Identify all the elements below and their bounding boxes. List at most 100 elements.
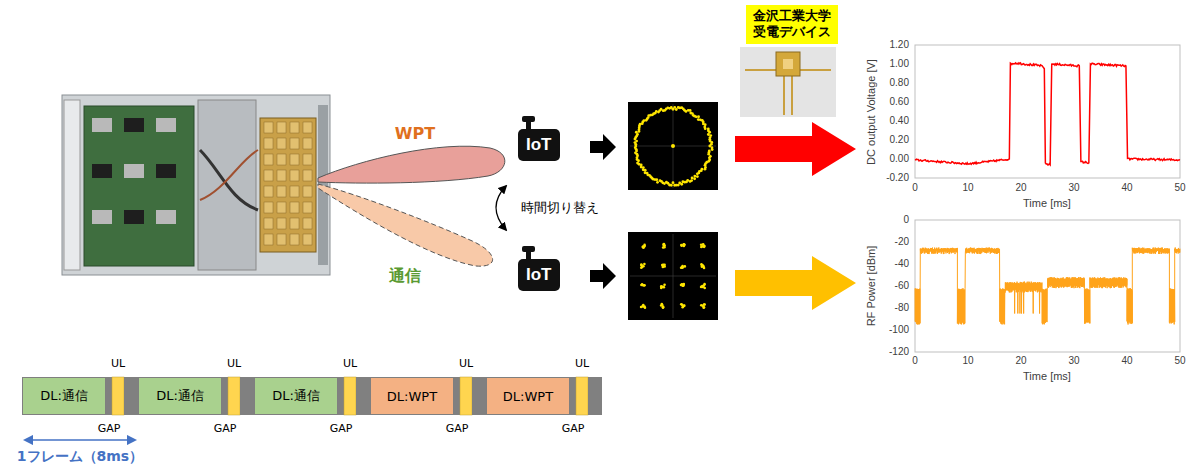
iot-antenna (522, 246, 535, 260)
antenna-element (290, 234, 299, 245)
axis-title: Time [ms] (1023, 370, 1071, 383)
constellation-dot (689, 109, 692, 112)
tick-label: 20 (1015, 182, 1026, 194)
tick-label: 40 (1121, 182, 1132, 194)
pcb-chip (156, 210, 176, 224)
gap-slot (472, 377, 486, 415)
tick-label: 1.20 (890, 39, 909, 51)
constellation-dot (681, 180, 684, 183)
antenna-element (264, 202, 273, 213)
constellation-dot (635, 131, 638, 134)
constellation-dot (683, 244, 686, 247)
antenna-element (303, 138, 312, 149)
antenna-head (522, 246, 535, 252)
node-text: IoT (526, 265, 552, 284)
constellation-dot (682, 305, 685, 308)
block-arrow (590, 263, 616, 289)
downlink-slot: DL:通信 (22, 377, 106, 415)
constellation-dot (640, 263, 643, 266)
pcb-chip (92, 164, 112, 178)
constellation-dot (641, 283, 644, 286)
block-arrow (590, 134, 616, 160)
constellation-axis (630, 276, 716, 277)
antenna-element (303, 170, 312, 181)
downlink-slot: DL:WPT (370, 377, 454, 415)
iot-device: IoT (518, 129, 560, 161)
antenna-element (303, 186, 312, 197)
constellation-dot (697, 115, 700, 118)
constellation-dot (642, 305, 645, 308)
pcb-chip (124, 118, 144, 132)
axis-title: Time [ms] (1023, 197, 1071, 210)
antenna-element (290, 122, 299, 133)
gap-slot (588, 377, 602, 415)
plot-area (915, 220, 1180, 352)
pcb-chip (92, 210, 112, 224)
antenna-element (303, 122, 312, 133)
antenna-element (264, 234, 273, 245)
block-arrow (735, 256, 856, 310)
constellation-dot (641, 283, 644, 286)
constellation-dot (704, 168, 707, 171)
antenna-element (264, 170, 273, 181)
constellation-dot (662, 243, 665, 246)
antenna-element (277, 218, 286, 229)
node-text: IoT (526, 135, 552, 154)
plot-area (915, 45, 1180, 178)
downlink-slot: DL:WPT (486, 377, 570, 415)
constellation-ground (628, 102, 718, 190)
constellation-dot (700, 246, 703, 249)
antenna-element (290, 154, 299, 165)
antenna-element (303, 218, 312, 229)
slot-label: GAP (330, 423, 353, 436)
ul-slot (112, 377, 124, 415)
tick-label: -0.20 (886, 172, 909, 184)
antenna-element (290, 186, 299, 197)
node-text: 金沢工業大学 受電デバイス (753, 8, 831, 39)
tick-label: 30 (1068, 355, 1079, 367)
receiver-chip (776, 52, 800, 76)
downlink-slot: DL:通信 (138, 377, 222, 415)
tick-label: -60 (895, 280, 909, 292)
iot-antenna (522, 116, 535, 130)
constellation-dot (644, 171, 647, 174)
gap-slot (356, 377, 370, 415)
constellation-dot (680, 303, 683, 306)
axis-title: DC output Voltage [V] (865, 59, 878, 165)
gap-slot (124, 377, 138, 415)
gap-slot (570, 377, 576, 415)
constellation-dot (681, 306, 684, 309)
pcb-chip (124, 210, 144, 224)
antenna-element (277, 122, 286, 133)
ul-slot (344, 377, 356, 415)
tick-label: 0 (903, 214, 909, 226)
constellation-dot (684, 265, 687, 268)
receiver-photo (740, 47, 836, 117)
antenna-element (277, 186, 286, 197)
tick-label: 30 (1068, 182, 1079, 194)
constellation-dot (673, 184, 676, 187)
constellation-dot (663, 286, 666, 289)
constellation-dot (701, 285, 704, 288)
photo-ground (740, 47, 836, 117)
constellation-dot (672, 181, 675, 184)
chassis-left (64, 100, 80, 270)
constellation-dot (671, 144, 675, 148)
antenna-element (303, 154, 312, 165)
pcb-chip (156, 164, 176, 178)
node-text: DL:通信 (40, 387, 88, 405)
tick-label: 0.80 (890, 77, 909, 89)
tick-label: 40 (1121, 355, 1132, 367)
constellation-dot (642, 246, 645, 249)
gap-slot (454, 377, 460, 415)
constellation-dot (703, 287, 706, 290)
constellation-dot (710, 143, 713, 146)
antenna-element (290, 170, 299, 181)
tick-label: 50 (1174, 355, 1185, 367)
block-arrow (735, 122, 856, 176)
tick-label: 0 (912, 355, 918, 367)
tick-label: -120 (889, 346, 909, 358)
constellation-dot (704, 127, 707, 130)
tick-label: -20 (895, 236, 909, 248)
slot-label: GAP (562, 423, 585, 436)
